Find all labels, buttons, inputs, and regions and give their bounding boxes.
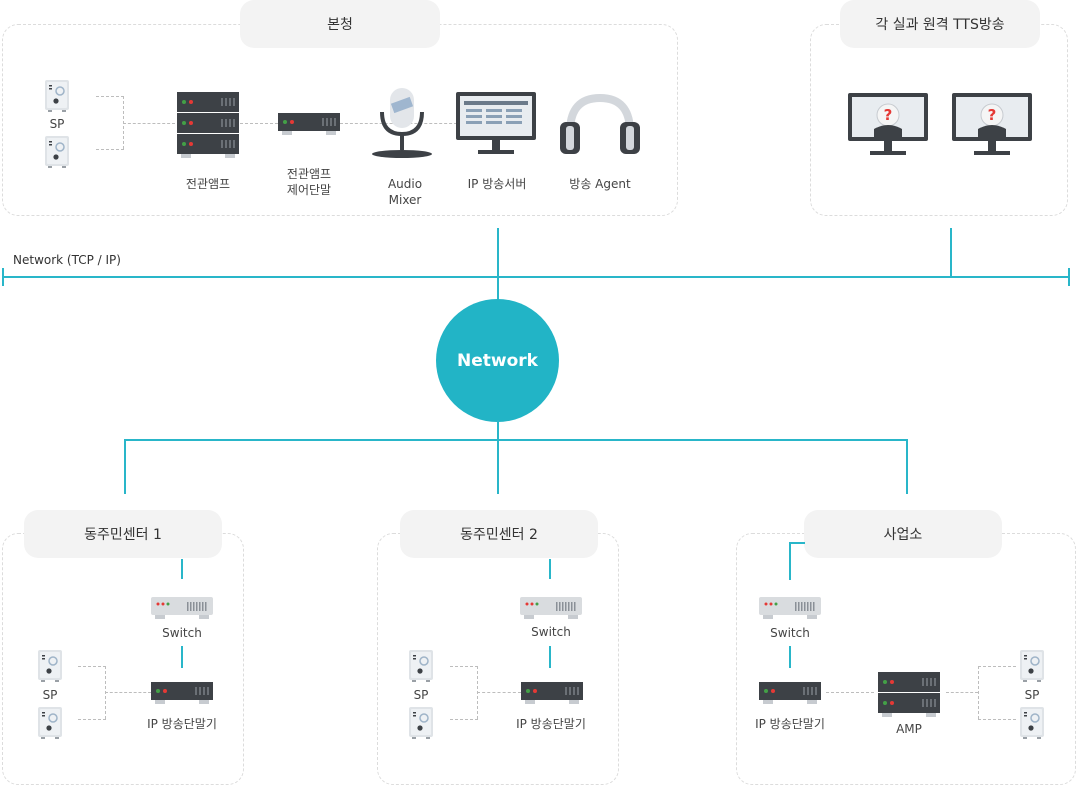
broadcast-terminal-icon bbox=[151, 682, 213, 704]
speaker-icon bbox=[38, 707, 62, 739]
center2-sp-label: SP bbox=[413, 688, 429, 702]
hub-downlink bbox=[497, 420, 499, 494]
main-sp-amp-connector bbox=[123, 123, 175, 124]
main-sp-connector-bottom bbox=[96, 149, 124, 150]
center1-switch-uplink bbox=[181, 559, 183, 579]
broadcast-terminal-icon bbox=[759, 682, 821, 704]
agent-label: 방송 Agent bbox=[569, 177, 631, 191]
mixer-label-1: Audio bbox=[387, 177, 423, 191]
amp-label: 전관앰프 bbox=[185, 177, 231, 191]
headphones-icon bbox=[560, 93, 640, 154]
network-bus-cap-left bbox=[2, 268, 4, 286]
center1-switch-label: Switch bbox=[162, 626, 202, 640]
amp-controller-label-1: 전관앰프 bbox=[286, 167, 332, 181]
center1-switch-terminal-link bbox=[181, 646, 183, 668]
business-sp-label: SP bbox=[1024, 688, 1040, 702]
center2-sp-connector-top bbox=[450, 666, 478, 667]
amp-controller-label-2: 제어단말 bbox=[286, 183, 332, 197]
business-sp-connector-bottom bbox=[978, 719, 1016, 720]
svg-text:?: ? bbox=[884, 106, 893, 124]
center1-title: 동주민센터 1 bbox=[24, 510, 222, 558]
ip-server-label: IP 방송서버 bbox=[467, 177, 527, 191]
center2-sp-terminal-connector bbox=[477, 692, 521, 693]
speaker-icon bbox=[409, 707, 433, 739]
amplifier-icon bbox=[878, 672, 940, 717]
microphone-icon bbox=[372, 88, 432, 158]
broadcast-terminal-icon bbox=[521, 682, 583, 704]
center2-title: 동주민센터 2 bbox=[400, 510, 598, 558]
network-bus-cap-right bbox=[1068, 268, 1070, 286]
speaker-icon bbox=[409, 650, 433, 682]
center2-switch-uplink bbox=[549, 559, 551, 579]
network-bus-line bbox=[3, 276, 1070, 278]
speaker-icon bbox=[1020, 707, 1044, 739]
center2-sp-connector-bottom bbox=[450, 719, 478, 720]
business-sp-connector-top bbox=[978, 666, 1016, 667]
speaker-icon bbox=[45, 80, 69, 112]
branch-business-line bbox=[906, 439, 908, 494]
center2-switch-terminal-link bbox=[549, 646, 551, 668]
speaker-icon bbox=[38, 650, 62, 682]
amp-controller-icon bbox=[278, 113, 340, 135]
amp-controller-connector bbox=[240, 123, 278, 124]
center2-terminal-label: IP 방송단말기 bbox=[516, 717, 586, 731]
remote-uplink bbox=[950, 228, 952, 277]
main-sp-connector-top bbox=[96, 96, 124, 97]
business-uplink-h bbox=[789, 542, 805, 544]
center1-sp-connector-bottom bbox=[78, 719, 106, 720]
center2-switch-label: Switch bbox=[531, 625, 571, 639]
business-switch-terminal-link bbox=[789, 646, 791, 668]
business-switch-label: Switch bbox=[770, 626, 810, 640]
branch-horizontal-line bbox=[124, 439, 908, 441]
remote-tts-title: 각 실과 원격 TTS방송 bbox=[840, 0, 1040, 48]
center1-sp-label: SP bbox=[42, 688, 58, 702]
main-sp-connector-vertical bbox=[123, 96, 124, 149]
speaker-icon bbox=[45, 136, 69, 168]
business-amp-sp-connector bbox=[946, 692, 978, 693]
network-hub: Network bbox=[436, 299, 559, 422]
monitor-icon bbox=[456, 92, 536, 154]
switch-icon bbox=[520, 597, 582, 619]
rack-amplifier-icon bbox=[177, 92, 239, 158]
switch-icon bbox=[759, 597, 821, 619]
center1-terminal-label: IP 방송단말기 bbox=[147, 717, 217, 731]
business-sp-connector-vertical bbox=[978, 666, 979, 719]
business-title: 사업소 bbox=[804, 510, 1002, 558]
remote-operator-monitor-icon: ? bbox=[952, 93, 1032, 155]
branch-center1-line bbox=[124, 439, 126, 494]
remote-operator-monitor-icon: ? bbox=[848, 93, 928, 155]
speaker-icon bbox=[1020, 650, 1044, 682]
center1-sp-connector-top bbox=[78, 666, 106, 667]
switch-icon bbox=[151, 597, 213, 619]
network-bus-label: Network (TCP / IP) bbox=[13, 253, 121, 267]
main-sp-label: SP bbox=[49, 117, 65, 131]
mixer-label-2: Mixer bbox=[388, 193, 422, 207]
business-terminal-amp-connector bbox=[826, 692, 874, 693]
svg-text:?: ? bbox=[988, 106, 997, 124]
business-amp-label: AMP bbox=[896, 722, 922, 736]
business-uplink-v bbox=[789, 542, 791, 580]
center1-sp-terminal-connector bbox=[105, 692, 151, 693]
business-terminal-label: IP 방송단말기 bbox=[755, 717, 825, 731]
main-office-title: 본청 bbox=[240, 0, 440, 48]
main-office-uplink bbox=[497, 228, 499, 300]
